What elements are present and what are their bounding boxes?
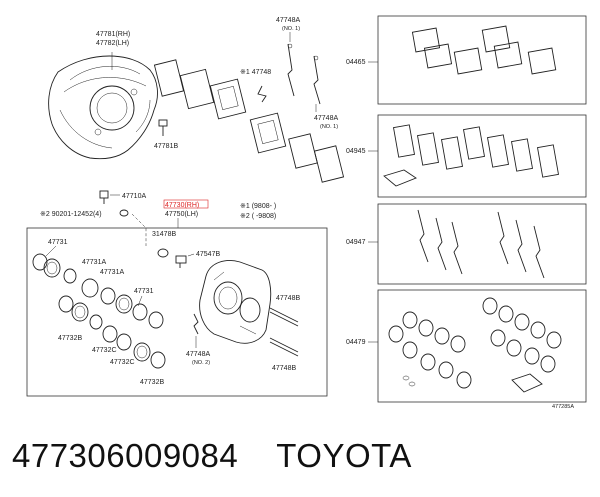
brand-name: TOYOTA — [276, 437, 412, 474]
label-note2: ※2 ( -9808) — [240, 213, 276, 220]
kit-shims-drawing[interactable] — [383, 124, 560, 187]
label-spring-a-top-sub: (NO. 1) — [282, 26, 300, 32]
label-washer-note: ※2 90201-12452(4) — [40, 211, 102, 218]
label-pin-748b-a: 47748B — [276, 295, 300, 302]
brake-caliper-parts-diagram: 47781(RH) 47782(LH) 47781B 47748A (NO. 1… — [26, 15, 587, 410]
label-spring-a-low: 47748A — [186, 351, 210, 358]
label-caliper-rh: 47730(RH) — [165, 202, 199, 209]
label-kit-seals: 04479 — [346, 339, 366, 346]
label-piston-731-b: 47731 — [134, 288, 154, 295]
slide-pin[interactable] — [269, 307, 299, 357]
pad-support-spring[interactable] — [287, 43, 321, 105]
bleeder-plug[interactable] — [175, 255, 187, 268]
caliper-cover[interactable] — [157, 248, 169, 258]
drawing-number: 477285A — [552, 404, 574, 410]
pad-clip[interactable] — [257, 85, 267, 103]
piston-seal-row-lower[interactable] — [58, 295, 166, 369]
label-ring-732c-a: 47732C — [92, 347, 117, 354]
label-kit-springs: 04947 — [346, 239, 366, 246]
label-pin-748b-b: 47748B — [272, 365, 296, 372]
pad-support-spring-no2[interactable] — [193, 313, 199, 335]
label-shield-bolt: 47781B — [154, 143, 178, 150]
caliper-mount-bolt[interactable] — [99, 190, 109, 204]
label-kit-pads: 04465 — [346, 59, 366, 66]
label-spring-a-top: 47748A — [276, 17, 300, 24]
label-bleeder: 47547B — [196, 251, 220, 258]
washer[interactable] — [119, 209, 129, 217]
kit-box-pads — [377, 15, 587, 105]
label-piston-731-a: 47731 — [48, 239, 68, 246]
label-seal-731a-b: 47731A — [100, 269, 124, 276]
kit-box-springs — [377, 203, 587, 285]
label-bolt-710: 47710A — [122, 193, 146, 200]
shield-bolt[interactable] — [158, 119, 168, 136]
kit-seals-drawing[interactable] — [388, 297, 562, 393]
label-boot-732b-a: 47732B — [58, 335, 82, 342]
disc-brake-dust-shield[interactable] — [48, 55, 158, 160]
part-caption: 477306009084 TOYOTA — [12, 436, 412, 476]
label-caliper-lh: 47750(LH) — [165, 211, 198, 218]
label-ring-732c-b: 47732C — [110, 359, 135, 366]
label-kit-shims: 04945 — [346, 148, 366, 155]
label-note1: ※1 (9808- ) — [240, 203, 276, 210]
label-spring-a-mid-sub: (NO. 1) — [320, 124, 338, 130]
label-boot-732b-b: 47732B — [140, 379, 164, 386]
kit-springs-drawing[interactable] — [417, 209, 545, 279]
caliper-body[interactable] — [199, 260, 272, 344]
kit-pads-drawing[interactable] — [411, 25, 557, 75]
label-shield-lh: 47782(LH) — [96, 40, 129, 47]
label-cover: 31478B — [152, 231, 176, 238]
brake-pad-set-exploded[interactable] — [153, 59, 345, 183]
kit-box-seals — [377, 289, 587, 403]
caliper-assembly-box — [26, 227, 328, 397]
piston-seal-row-upper[interactable] — [32, 253, 164, 329]
label-shield-rh: 47781(RH) — [96, 31, 130, 38]
label-seal-731a-a: 47731A — [82, 259, 106, 266]
part-number: 477306009084 — [12, 437, 239, 474]
label-spring-a-mid: 47748A — [314, 115, 338, 122]
label-spring-a-low-sub: (NO. 2) — [192, 360, 210, 366]
label-clip-note: ※1 47748 — [240, 69, 271, 76]
kit-box-shims — [377, 114, 587, 198]
